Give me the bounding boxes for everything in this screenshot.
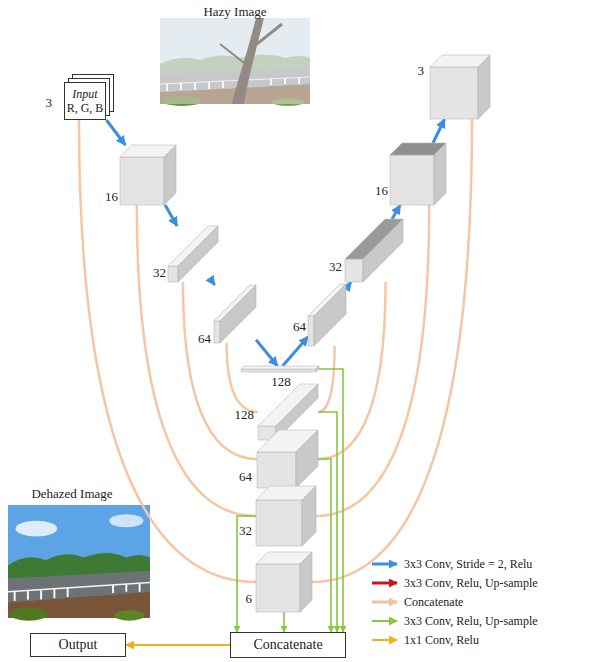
legend-text: Concatenate xyxy=(404,595,463,609)
upsample-arrow xyxy=(318,412,337,632)
feature-cube-shape xyxy=(390,143,446,205)
cube-front-face xyxy=(120,157,164,205)
concatenate-line xyxy=(137,205,256,516)
box-label: Output xyxy=(59,637,98,653)
feature-cube-shape xyxy=(256,552,312,612)
feature-cube-shape xyxy=(257,430,318,488)
cube-front-face xyxy=(168,266,178,282)
cube-front-face xyxy=(430,67,478,119)
channel-count: 16 xyxy=(375,183,388,198)
feature-cube: 64 xyxy=(308,284,346,346)
conv-stride-arrow xyxy=(256,340,278,366)
cube-front-face xyxy=(257,452,296,488)
channel-count: 32 xyxy=(239,523,252,538)
conv-stride-arrow xyxy=(165,205,177,226)
channel-count: 16 xyxy=(105,189,118,204)
concatenate-line xyxy=(227,343,258,412)
conv-stride-arrow xyxy=(283,337,308,366)
concatenate-line xyxy=(318,346,335,412)
feature-cube-shape xyxy=(256,486,316,546)
upsample-arrow xyxy=(237,516,256,632)
legend-text: 3x3 Conv, Relu, Up-sample xyxy=(404,576,538,590)
feature-cube-shape xyxy=(345,219,403,282)
conv-stride-arrow xyxy=(433,119,445,143)
box-label: Concatenate xyxy=(253,637,322,653)
channel-count: 64 xyxy=(239,469,252,484)
feature-cube-shape xyxy=(430,55,490,119)
image-caption: Dehazed Image xyxy=(31,486,112,501)
feature-cube: 3 xyxy=(430,55,490,119)
upsample-arrow xyxy=(319,369,343,632)
channel-count: 32 xyxy=(153,265,166,280)
conv-stride-arrow xyxy=(392,205,400,219)
input-sheet xyxy=(65,83,106,120)
cube-side-face xyxy=(296,430,318,488)
input-label: Input xyxy=(72,87,97,101)
input-label: R, G, B xyxy=(67,101,104,115)
channel-count: 128 xyxy=(271,374,291,389)
cube-side-face xyxy=(300,552,312,612)
feature-cube: 6 xyxy=(256,552,312,612)
upsample-arrow xyxy=(318,459,331,632)
legend-text: 3x3 Conv, Relu, Up-sample xyxy=(404,614,538,628)
cube-side-face xyxy=(434,143,446,205)
feature-cube: 16 xyxy=(120,145,176,205)
cube-side-face xyxy=(220,285,256,343)
cube-front-face xyxy=(241,369,316,372)
input-stack: InputR, G, B3 xyxy=(64,74,114,120)
concatenate-line xyxy=(79,120,256,582)
channel-count: 64 xyxy=(198,331,211,346)
legend-text: 3x3 Conv, Stride = 2, Relu xyxy=(404,557,532,571)
feature-cube: 32 xyxy=(168,226,218,282)
output-conv-arrow xyxy=(126,644,230,646)
conv-stride-arrow xyxy=(346,282,351,289)
feature-cube: 64 xyxy=(257,430,318,488)
output-box: Output xyxy=(30,633,126,657)
feature-cube: 32 xyxy=(256,486,316,546)
cube-side-face xyxy=(178,226,218,282)
channel-count: 6 xyxy=(246,591,253,606)
feature-cube-shape xyxy=(120,145,176,205)
feature-cube: 128 xyxy=(241,366,319,372)
conv-stride-arrow xyxy=(106,120,125,145)
cube-side-face xyxy=(164,145,176,205)
cube-front-face xyxy=(214,321,220,343)
feature-cube: 16 xyxy=(390,143,446,205)
cube-front-face xyxy=(390,155,434,205)
channel-count: 32 xyxy=(329,259,342,274)
conv-stride-arrow xyxy=(213,282,215,285)
cube-top-face xyxy=(241,366,319,369)
hazy-photo xyxy=(160,18,310,106)
cube-side-face xyxy=(302,486,316,546)
cube-side-face xyxy=(316,366,319,372)
cube-side-face xyxy=(363,219,403,282)
upsample-arrow xyxy=(283,612,285,632)
legend-text: 1x1 Conv, Relu xyxy=(404,633,479,647)
feature-cube-shape xyxy=(241,366,319,372)
cube-front-face xyxy=(308,316,314,346)
feature-cube-shape xyxy=(214,285,256,343)
image-caption: Hazy Image xyxy=(203,4,266,19)
cube-front-face xyxy=(345,259,363,282)
feature-cube: 32 xyxy=(345,219,403,282)
channel-count: 64 xyxy=(293,319,306,334)
feature-cube: 64 xyxy=(214,285,256,343)
channel-count: 3 xyxy=(418,63,425,78)
concatenate-line xyxy=(316,205,429,516)
feature-cube-shape xyxy=(308,284,346,346)
cube-side-face xyxy=(478,55,490,119)
dehazed-photo xyxy=(8,505,150,621)
legend-samples xyxy=(372,564,397,640)
concatenate-line xyxy=(312,119,472,582)
concat-box: Concatenate xyxy=(230,632,346,658)
input-text-area: InputR, G, B xyxy=(64,82,106,120)
channel-count: 3 xyxy=(46,95,53,110)
cube-front-face xyxy=(256,564,300,612)
cube-side-face xyxy=(314,284,346,346)
channel-count: 128 xyxy=(235,407,255,422)
feature-cube-shape xyxy=(168,226,218,282)
cube-front-face xyxy=(256,500,302,546)
